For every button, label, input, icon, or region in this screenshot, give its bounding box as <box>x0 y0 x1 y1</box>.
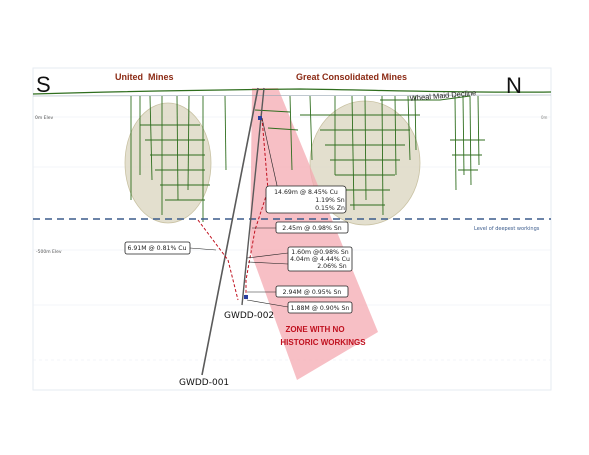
zone-label-line-2: HISTORIC WORKINGS <box>280 338 366 347</box>
intercept-trace-left <box>197 219 239 301</box>
intercept-box-1-line-3: 0.15% Zn <box>315 205 345 212</box>
intercept-box-6-text: 1.88M @ 0.90% Sn <box>291 304 350 312</box>
surface-baseline <box>32 94 552 97</box>
drillhole-gwdd-001-label: GWDD-001 <box>179 378 229 388</box>
great-consolidated-mines-label: Great Consolidated Mines <box>296 72 407 82</box>
intercept-box-1-line-1: 14.69m @ 8.45% Cu <box>274 188 338 196</box>
intercept-box-3-text: 6.91M @ 0.81% Cu <box>127 244 186 252</box>
drillhole-gwdd-002-label: GWDD-002 <box>224 311 274 321</box>
deepest-workings-label: Level of deepest workings <box>474 226 540 232</box>
intercept-box-4-frame <box>287 246 353 272</box>
intercept-box-3-frame <box>124 241 191 255</box>
intercept-box-6-frame <box>287 301 353 314</box>
surface-line <box>32 88 552 95</box>
intercept-box-4-line-3: 2.06% Sn <box>317 263 347 270</box>
elevation-right-tick: 0m <box>541 115 548 120</box>
united-mines-area <box>124 102 212 224</box>
elevation-0m-label: 0m Elev <box>35 115 54 121</box>
intercept-trace <box>245 117 269 300</box>
intercept-box-4-line-2: 4.04m @ 4.44% Cu <box>290 255 350 263</box>
south-label: S <box>36 72 51 97</box>
historic-workings <box>130 95 485 222</box>
intercept-box-2-text: 2.45m @ 0.98% Sn <box>282 224 341 232</box>
callout-leaders <box>189 117 289 308</box>
drillhole-gwdd-002-trace <box>241 87 265 306</box>
united-mines-label: United Mines <box>115 72 174 82</box>
intercept-box-5-text: 2.94M @ 0.95% Sn <box>283 288 342 296</box>
intercept-box-4-line-1: 1.60m @0.98% Sn <box>291 248 349 256</box>
north-label: N <box>506 73 522 98</box>
intercept-box-2-frame <box>275 221 349 234</box>
intercept-box-1-line-2: 1.19% Sn <box>315 197 345 204</box>
elevation-minus500-label: -500m Elev <box>36 249 62 255</box>
intercept-box-1-frame <box>265 185 347 214</box>
intercept-markers <box>244 116 262 299</box>
intercept-box-5-frame <box>275 285 349 298</box>
zone-label-line-1: ZONE WITH NO <box>285 325 344 334</box>
drillhole-gwdd-001-trace <box>201 87 259 376</box>
